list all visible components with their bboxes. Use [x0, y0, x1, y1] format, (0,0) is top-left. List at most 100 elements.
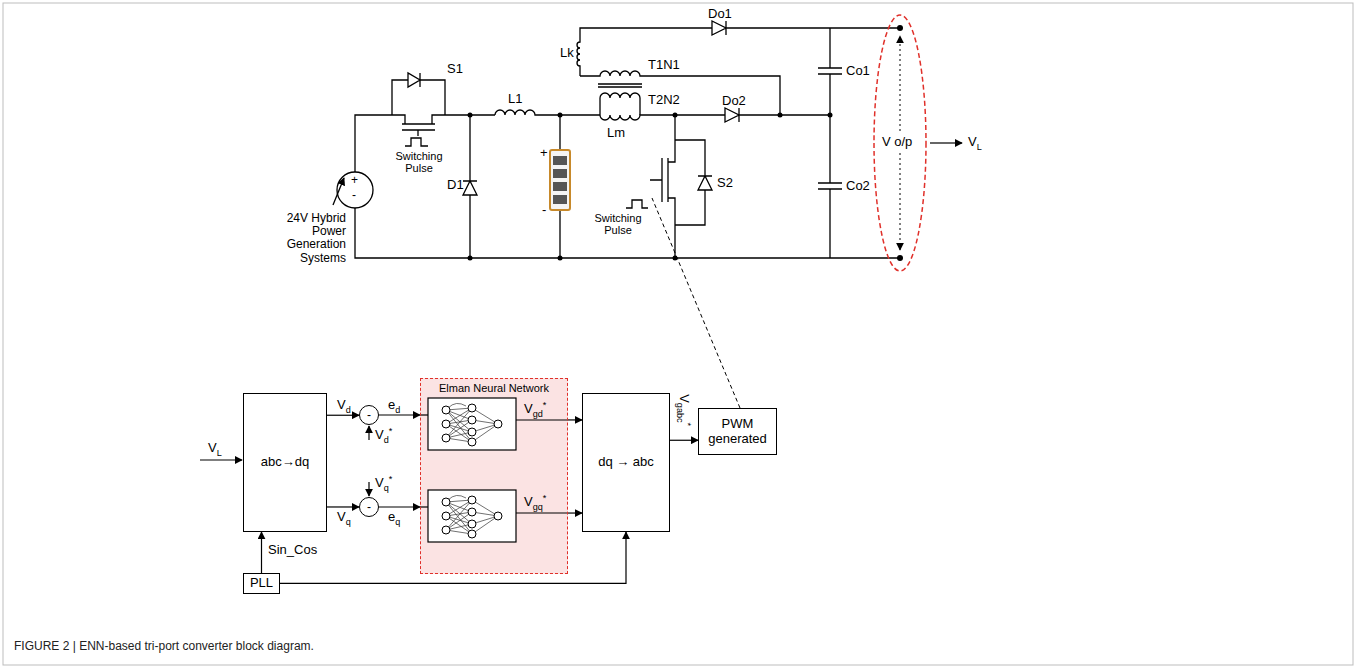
- junction-dot: [897, 255, 903, 261]
- mosfet-symbol: [650, 115, 675, 258]
- neural-network-icon: [468, 438, 476, 446]
- label-text: Switching Pulse: [395, 150, 442, 174]
- transformer-winding: [600, 93, 640, 115]
- neural-network-icon: [494, 512, 502, 520]
- signal-arrow: [327, 415, 359, 416]
- signal-label: Vgabc*: [677, 394, 691, 426]
- label-text: Vd: [337, 397, 351, 412]
- junction-dot: [897, 25, 903, 31]
- junction-dot: [468, 113, 473, 118]
- neural-network-icon: [468, 530, 476, 538]
- superscript: *: [683, 422, 693, 426]
- voltage-arrow: [900, 36, 901, 131]
- label-text: L1: [508, 91, 522, 106]
- control-wire: [516, 419, 568, 420]
- transformer-winding: [580, 71, 780, 115]
- schematic-label: Switching Pulse: [386, 150, 452, 174]
- diode-symbol: [712, 21, 900, 35]
- neural-network-icon: [494, 420, 502, 428]
- schematic-label: S1: [447, 62, 463, 76]
- band-heading: Elman Neural Network: [439, 382, 549, 395]
- signal-label: ed: [388, 398, 400, 412]
- schematic-label: VL: [208, 441, 222, 455]
- label-text: Sin_Cos: [268, 542, 317, 557]
- neural-network-icon: [442, 420, 450, 428]
- schematic-label: Co2: [846, 179, 870, 193]
- label-text: S2: [717, 175, 733, 190]
- superscript: *: [543, 400, 547, 410]
- neural-network-icon: [442, 406, 450, 414]
- capacitor-symbol: [818, 28, 842, 258]
- signal-arrow: [379, 506, 420, 507]
- voltage-arrow: [900, 153, 901, 250]
- summing-junction: -: [359, 497, 379, 517]
- schematic-label: T1N1: [648, 58, 680, 72]
- label-text: Lm: [607, 125, 625, 140]
- circuit-wire: [392, 80, 445, 115]
- label-text: VL: [968, 134, 982, 149]
- superscript: *: [389, 426, 393, 436]
- label-text: Vq: [337, 509, 351, 524]
- inductor-coil: [600, 115, 725, 120]
- label-text: Vq*: [375, 475, 392, 490]
- pulse-icon: [626, 200, 648, 208]
- label-text: Vgq*: [524, 494, 546, 509]
- superscript: *: [543, 493, 547, 503]
- figure-caption: FIGURE 2 | ENN-based tri-port converter …: [14, 640, 314, 653]
- neural-network-icon: [468, 520, 476, 528]
- schematic-label: T2N2: [648, 93, 680, 107]
- label-text: 24V Hybrid Power Generation Systems: [287, 211, 346, 265]
- node-text: dq → abc: [598, 455, 654, 470]
- junction-dot: [558, 256, 563, 261]
- ground-rail: [355, 208, 900, 258]
- node-text: -: [367, 501, 371, 513]
- neural-network-icon: [468, 496, 476, 504]
- neural-network-icon: [442, 526, 450, 534]
- node-text: -: [367, 409, 371, 421]
- circuit-wire: [432, 115, 495, 124]
- node-text: PLL: [250, 576, 273, 591]
- neural-network-icon: [428, 490, 516, 542]
- label-text: +: [540, 145, 548, 160]
- neural-network-icon: [442, 498, 450, 506]
- schematic-label: Sin_Cos: [268, 543, 317, 557]
- label-text: VL: [208, 440, 222, 455]
- subscript: d: [384, 435, 389, 445]
- subscript: L: [977, 142, 982, 152]
- superscript: *: [389, 474, 393, 484]
- signal-arrow: [327, 506, 359, 507]
- mosfet-channel: [402, 123, 435, 124]
- battery-symbol: [550, 150, 570, 210]
- signal-arrow: [261, 532, 262, 573]
- schematic-label: Switching Pulse: [586, 212, 650, 236]
- band-fill: [420, 378, 568, 574]
- neural-network-icon: [428, 398, 516, 542]
- signal-label: Vq: [337, 510, 351, 524]
- inductor-coil: [495, 110, 600, 115]
- subscript: gabc: [675, 403, 685, 423]
- circuit-wire: [333, 21, 900, 258]
- schematic-label: Lm: [607, 126, 625, 140]
- neural-network-icon: [442, 434, 450, 442]
- battery-symbol: [553, 156, 567, 165]
- control-wire: [368, 426, 369, 440]
- label-text: -: [542, 202, 546, 217]
- subscript: d: [395, 405, 400, 415]
- schematic-label: +: [351, 174, 358, 187]
- neural-network-icon: [448, 495, 466, 500]
- neural-network-icon: [468, 428, 476, 436]
- label-text: Switching Pulse: [594, 212, 641, 236]
- voltage-source: [337, 172, 373, 208]
- subscript: q: [384, 483, 389, 493]
- schematic-label: VL: [968, 135, 982, 149]
- control-wire: [200, 459, 242, 460]
- label-text: S1: [447, 61, 463, 76]
- label-text: Vgd*: [524, 401, 546, 416]
- figure-frame: [3, 3, 1353, 665]
- battery-symbol: [553, 169, 567, 178]
- node-text: abc→dq: [261, 455, 309, 470]
- circuit-wire: [355, 115, 405, 172]
- pulse-icon: [405, 138, 428, 146]
- signal-label: Vgd*: [524, 402, 546, 416]
